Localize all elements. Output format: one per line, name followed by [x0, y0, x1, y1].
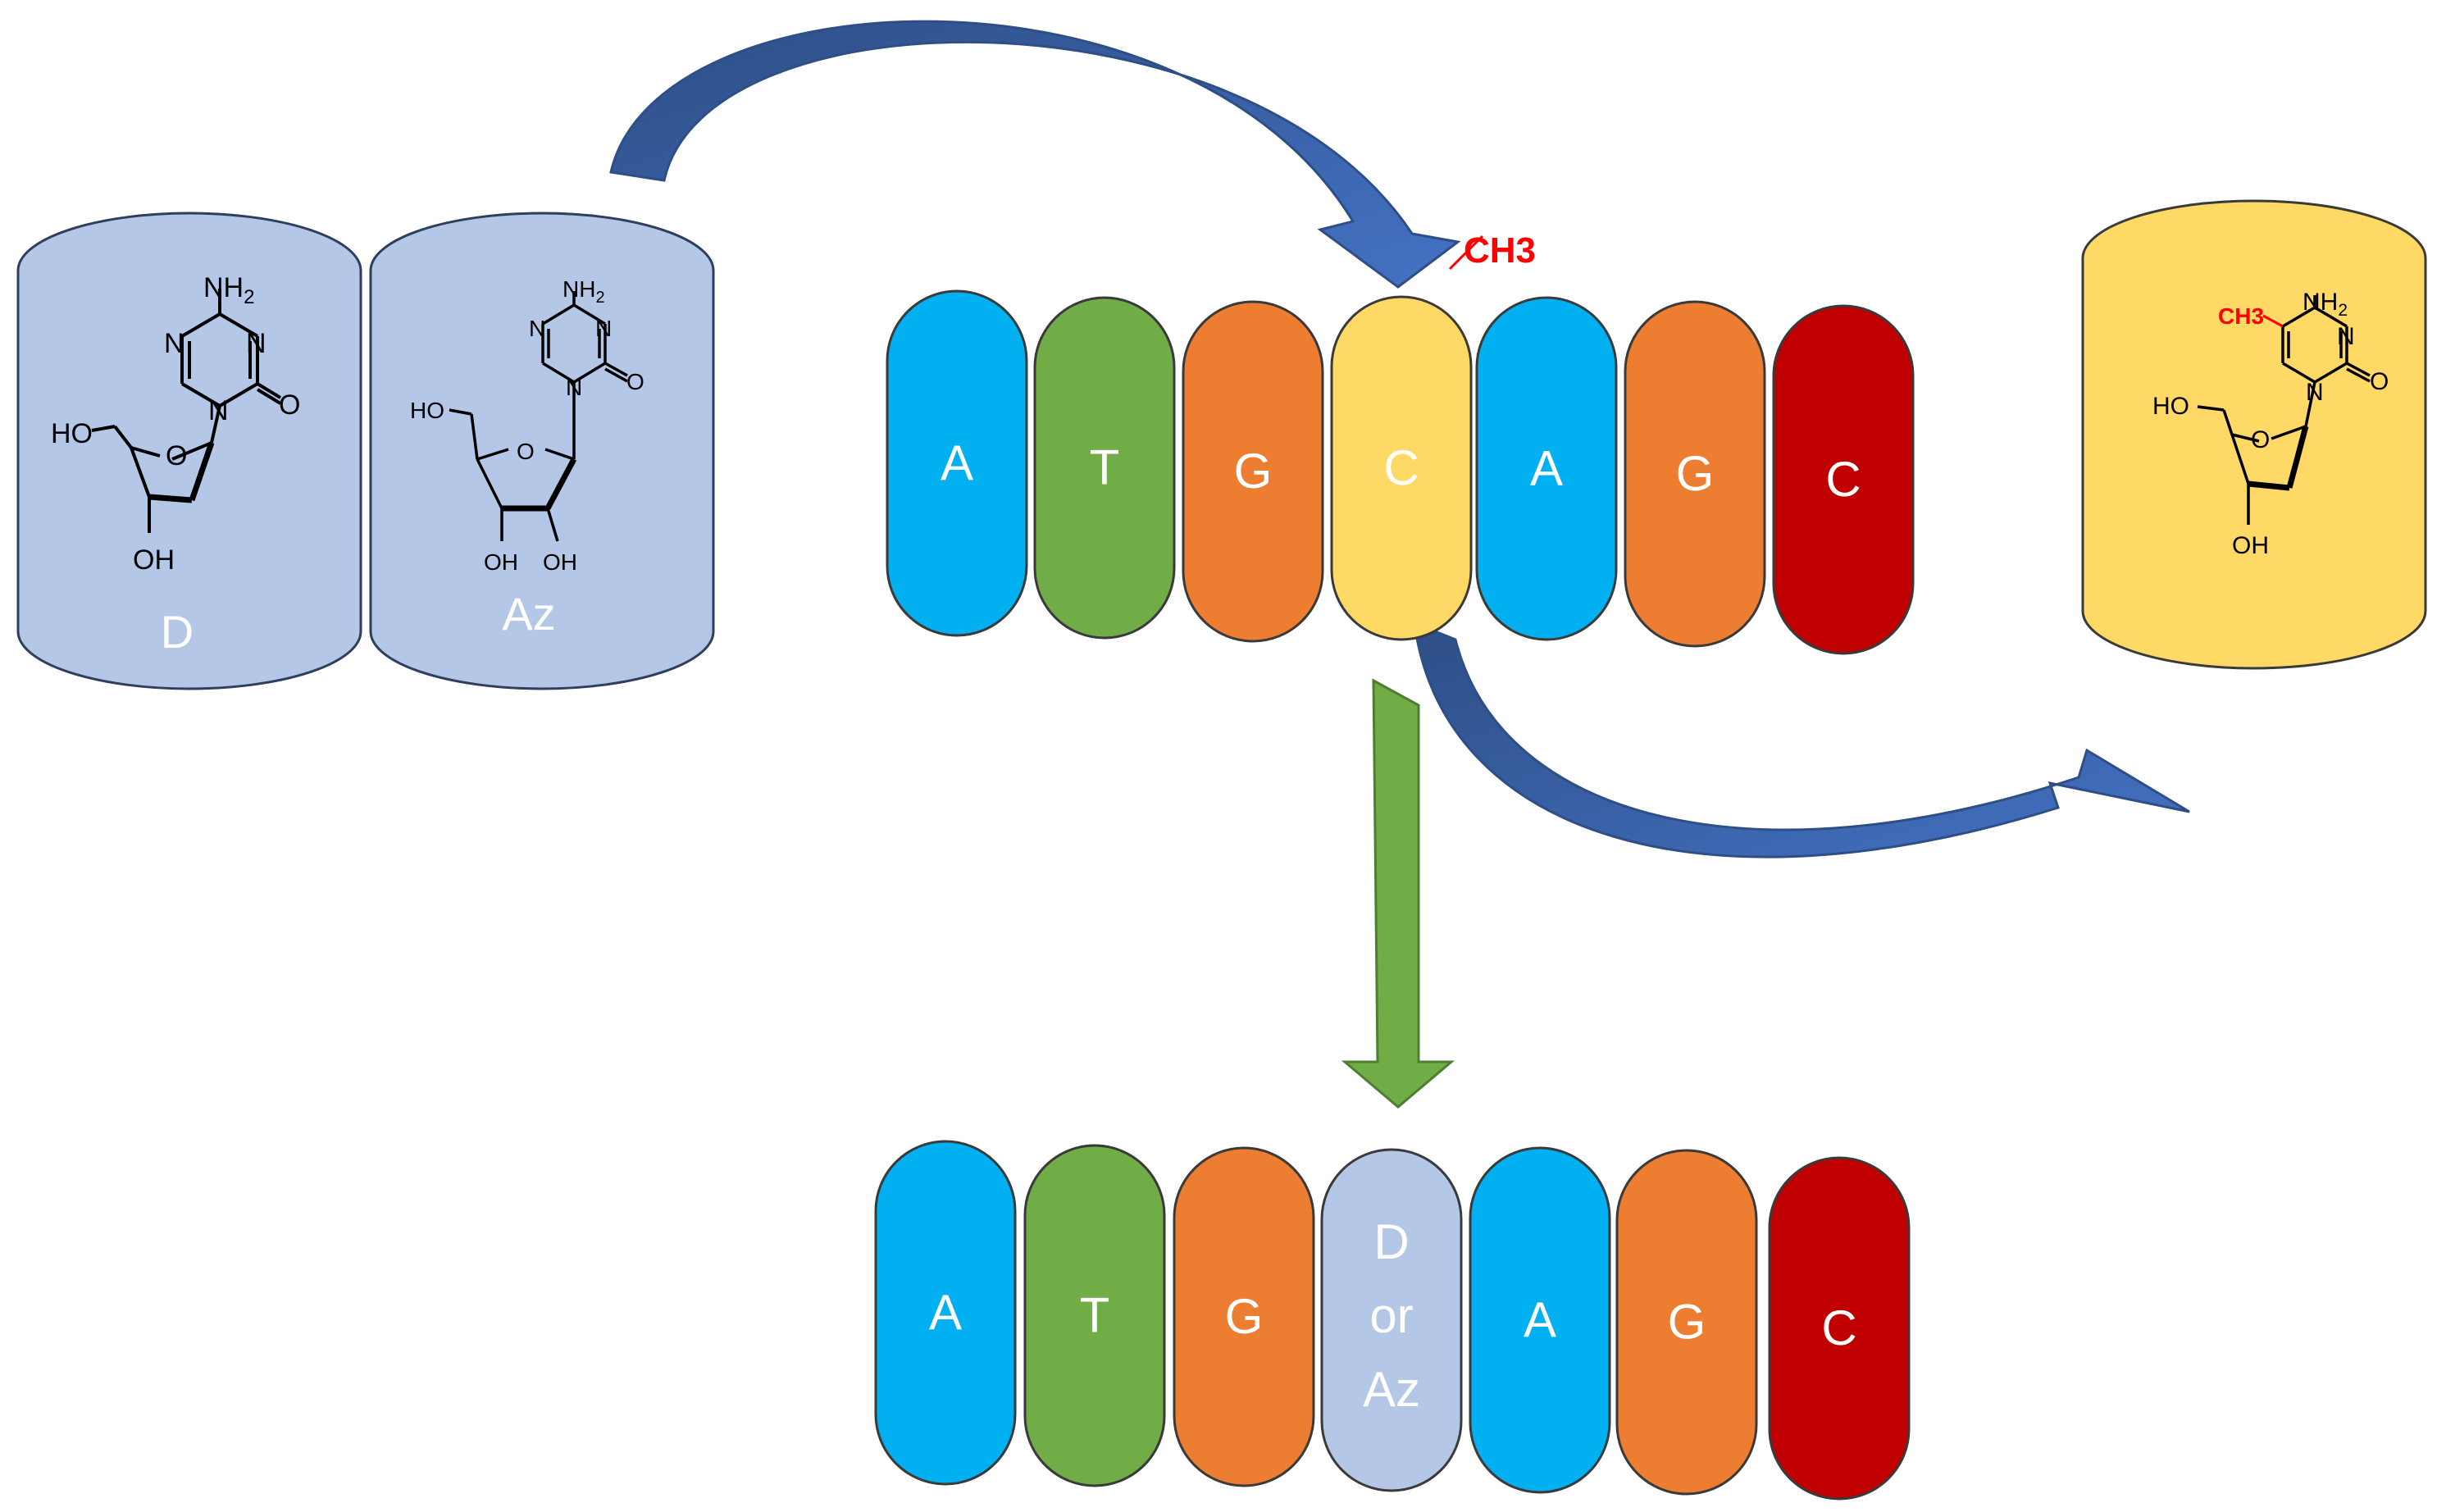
substituted-base-label-2: Az	[1363, 1362, 1420, 1417]
top-base-6	[1772, 304, 1915, 655]
replication-arrow	[1341, 678, 1455, 1109]
azacitidine-structure-icon	[449, 291, 628, 542]
methylcytidine-oh-label: OH	[2232, 532, 2269, 559]
bottom-base-label-6: C	[1821, 1300, 1856, 1355]
top-base-4	[1475, 296, 1618, 641]
azacitidine-oh-label: OH	[484, 549, 518, 575]
bottom-base-6	[1768, 1156, 1911, 1501]
bottom-base-label-0: A	[929, 1285, 962, 1340]
decitabine-label: D	[161, 606, 194, 658]
azacitidine-oh-label: OH	[543, 549, 577, 575]
decitabine-ring-o-label: O	[166, 440, 187, 471]
decitabine-nh2-label: NH2	[203, 272, 254, 308]
incorporation-arrow	[609, 20, 1461, 289]
bottom-base-0	[874, 1140, 1017, 1486]
bottom-base-label-2: G	[1225, 1289, 1264, 1344]
top-base-label-6: C	[1825, 452, 1861, 507]
top-base-5	[1624, 300, 1766, 648]
methylcytidine-nh2-label: NH2	[2303, 289, 2348, 320]
decitabine-ho-label: HO	[51, 418, 93, 449]
azacitidine-o-label: O	[626, 369, 645, 394]
bottom-base-label-5: G	[1668, 1295, 1706, 1350]
azacitidine-n-label: N	[529, 316, 545, 341]
substituted-base-label-0: D	[1373, 1214, 1409, 1269]
decitabine-cylinder: NH2 N N N O O HO OH D	[16, 212, 362, 690]
top-base-label-3: C	[1383, 440, 1419, 495]
azacitidine-n-label: N	[566, 375, 582, 400]
top-base-label-0: A	[941, 435, 973, 490]
azacitidine-ring-o-label: O	[517, 439, 535, 464]
azacitidine-ho-label: HO	[410, 398, 444, 423]
top-base-2	[1182, 300, 1324, 643]
top-base-3	[1330, 295, 1473, 641]
methyl-pointer-line	[1448, 235, 1484, 271]
methylcytidine-ring-o-label: O	[2251, 426, 2270, 453]
top-base-label-1: T	[1090, 440, 1120, 495]
azacitidine-nh2-label: NH2	[563, 276, 605, 307]
bottom-base-1	[1023, 1144, 1166, 1487]
substituted-base-label-1: or	[1369, 1288, 1413, 1343]
bottom-base-label-4: A	[1524, 1292, 1556, 1347]
decitabine-n-label: N	[246, 328, 266, 359]
bottom-base-4	[1469, 1146, 1611, 1494]
azacitidine-n-label: N	[595, 316, 612, 341]
top-base-label-5: G	[1676, 446, 1715, 501]
bottom-base-label-1: T	[1080, 1288, 1110, 1343]
decitabine-n-label: N	[208, 395, 229, 426]
release-arrow	[1413, 621, 2190, 858]
methylcytidine-n-label: N	[2306, 379, 2324, 406]
top-base-label-4: A	[1530, 441, 1563, 496]
decitabine-o-label: O	[279, 389, 300, 421]
decitabine-n-label: N	[164, 328, 184, 359]
top-base-label-2: G	[1234, 444, 1273, 499]
bottom-base-2	[1173, 1146, 1315, 1487]
decitabine-structure-icon	[91, 289, 282, 533]
methylcytidine-ch3-label: CH3	[2218, 303, 2264, 329]
methylcytidine-cylinder: NH2 N N O O HO OH CH3	[2081, 199, 2427, 670]
top-base-1	[1033, 296, 1176, 640]
methylcytidine-o-label: O	[2370, 368, 2389, 395]
methylcytidine-structure-icon	[2197, 295, 2371, 525]
top-base-0	[886, 289, 1028, 637]
methylcytidine-ho-label: HO	[2152, 393, 2189, 420]
azacitidine-cylinder: NH2 N N N O O HO OH OH Az	[369, 212, 715, 690]
decitabine-oh-label: OH	[133, 544, 175, 576]
methyl-annotation: CH3	[1464, 230, 1536, 271]
methylcytidine-n-label: N	[2337, 323, 2355, 350]
bottom-base-3	[1320, 1148, 1463, 1492]
azacitidine-label: Az	[502, 588, 555, 640]
bottom-base-5	[1615, 1149, 1758, 1496]
